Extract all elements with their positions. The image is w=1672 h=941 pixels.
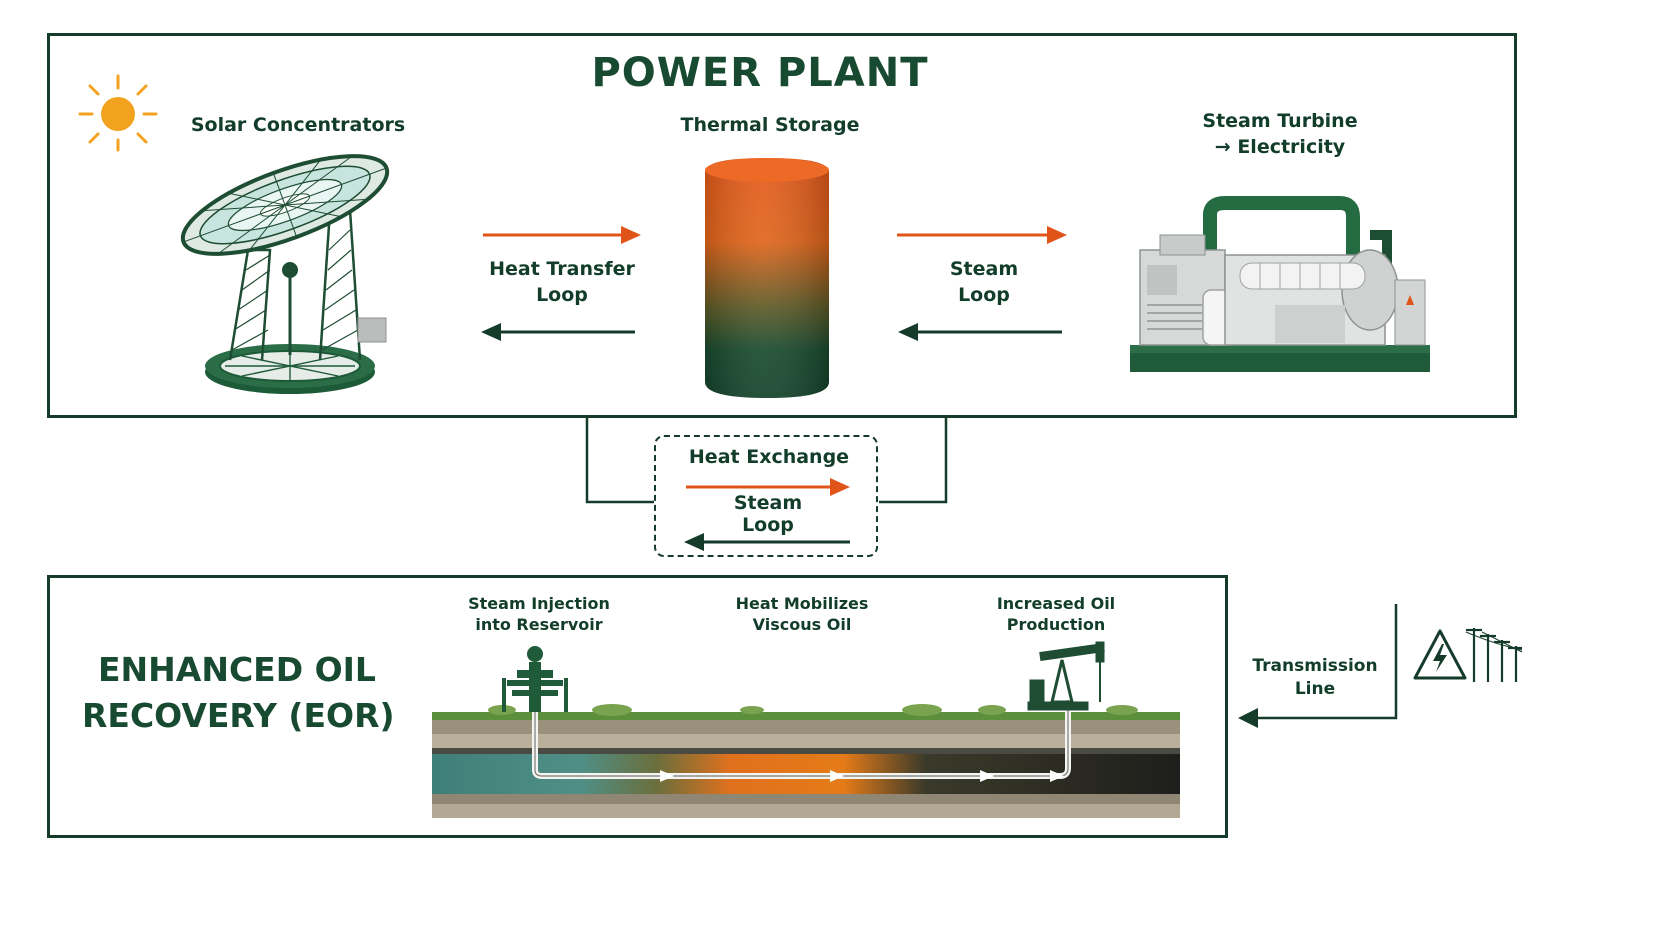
steam-loop-label-2: Loop	[958, 284, 1010, 306]
heat-exchange-connector	[585, 418, 948, 504]
heat-exchange-loop-label-1: Steam	[733, 492, 803, 514]
steam-loop-label-1: Steam	[949, 258, 1019, 280]
steam-turbine-label-2: → Electricity	[1214, 136, 1346, 158]
steam-injection-label-1: Steam Injection	[468, 594, 610, 613]
transmission-line-label-2: Line	[1294, 679, 1336, 699]
thermal-storage-label: Thermal Storage	[680, 114, 860, 136]
heat-mobilizes-label-1: Heat Mobilizes	[735, 594, 869, 613]
eor-title-line-1: ENHANCED OIL	[98, 650, 376, 689]
heat-exchange-loop-label-2: Loop	[742, 514, 794, 536]
increased-production-label-2: Production	[1006, 615, 1106, 634]
heat-transfer-arrow-left	[481, 323, 635, 341]
heat-transfer-loop-label-1: Heat Transfer	[489, 258, 635, 280]
transmission-arrow	[1238, 604, 1398, 728]
steam-loop-arrow-right	[897, 226, 1067, 244]
solar-concentrators-label: Solar Concentrators	[190, 114, 406, 136]
transmission-line-label-1: Transmission	[1252, 656, 1378, 676]
heat-exchange-title: Heat Exchange	[688, 446, 850, 468]
heat-mobilizes-label-2: Viscous Oil	[752, 615, 852, 634]
heat-transfer-loop-label-2: Loop	[536, 284, 588, 306]
power-pylons-icon	[1465, 628, 1523, 682]
power-plant-title: POWER PLANT	[591, 50, 929, 96]
steam-injection-label-2: into Reservoir	[475, 615, 603, 634]
eor-title-line-2: RECOVERY (EOR)	[82, 696, 395, 735]
reservoir-cross-section	[432, 641, 1180, 818]
steam-turbine-machine	[1130, 196, 1430, 372]
solar-concentrator-dish	[180, 154, 390, 394]
steam-turbine-label-1: Steam Turbine	[1202, 110, 1358, 132]
sun-icon	[78, 74, 158, 152]
heat-exchange-arrow-right	[686, 478, 850, 496]
heat-exchange-arrow-left	[684, 533, 850, 551]
steam-loop-arrow-left	[898, 323, 1062, 341]
thermal-storage-tank	[705, 158, 829, 398]
increased-production-label-1: Increased Oil	[996, 594, 1116, 613]
electric-hazard-icon	[1413, 629, 1467, 680]
heat-transfer-arrow-right	[483, 226, 641, 244]
heat-exchange-box	[654, 435, 878, 557]
